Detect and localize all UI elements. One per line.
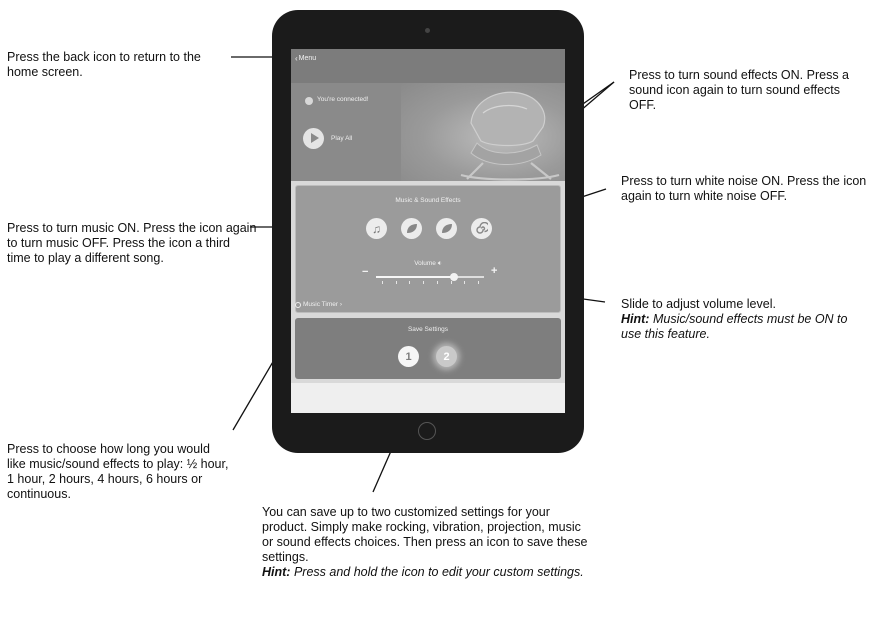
music-timer-label: Music Timer — [303, 301, 339, 308]
connection-status: You're connected! — [317, 96, 369, 103]
save-slot-2-button[interactable]: 2 — [436, 346, 457, 367]
speaker-icon: 🔉︎ — [437, 260, 442, 267]
save-hint-text: Press and hold the icon to edit your cus… — [293, 565, 584, 579]
save-callout-text: You can save up to two customized settin… — [262, 505, 588, 564]
volume-hint-text: Music/sound effects must be ON to use th… — [621, 312, 848, 341]
play-all-button[interactable] — [303, 128, 324, 149]
tablet-device: ‹ Menu You're connected! Play All Music … — [272, 10, 584, 453]
chevron-left-icon: ‹ — [295, 54, 298, 63]
infant-seat-illustration — [460, 91, 560, 181]
volume-increase-button[interactable]: + — [491, 265, 498, 277]
tablet-screen: ‹ Menu You're connected! Play All Music … — [291, 49, 565, 413]
play-all-label: Play All — [331, 135, 353, 142]
save-settings-panel: Save Settings 1 2 — [295, 318, 561, 379]
save-callout: You can save up to two customized settin… — [262, 505, 592, 580]
back-button[interactable]: ‹ Menu — [295, 54, 316, 63]
home-button[interactable] — [418, 422, 436, 440]
volume-slider[interactable] — [376, 273, 484, 284]
volume-label-text: Volume — [414, 260, 436, 267]
connection-indicator-icon — [305, 97, 313, 105]
volume-tick — [423, 281, 424, 284]
volume-tick — [478, 281, 479, 284]
save-hint-label: Hint: — [262, 565, 291, 579]
leaf-sound-icon — [407, 224, 417, 233]
volume-slider-handle[interactable] — [450, 273, 458, 281]
volume-tick — [409, 281, 410, 284]
sound-effect-button-2[interactable] — [436, 218, 457, 239]
volume-tick — [464, 281, 465, 284]
volume-callout-text: Slide to adjust volume level. — [621, 297, 776, 311]
white-noise-callout: Press to turn white noise ON. Press the … — [621, 174, 867, 203]
music-callout: Press to turn music ON. Press the icon a… — [7, 221, 257, 265]
music-sound-effects-panel: Music & Sound Effects ♫ Volume 🔉︎ − — [295, 185, 561, 313]
volume-callout: Slide to adjust volume level. Hint: Musi… — [621, 297, 866, 342]
volume-tick — [437, 281, 438, 284]
save-settings-title: Save Settings — [407, 326, 449, 333]
leaf-sound-icon — [442, 224, 452, 233]
volume-decrease-button[interactable]: − — [362, 266, 369, 278]
sound-effect-button-1[interactable] — [401, 218, 422, 239]
white-noise-button[interactable] — [471, 218, 492, 239]
chevron-right-icon: › — [338, 301, 343, 308]
volume-label: Volume 🔉︎ — [296, 260, 560, 268]
music-note-button[interactable]: ♫ — [366, 218, 387, 239]
music-timer-button[interactable]: Music Timer › — [295, 301, 342, 308]
top-bar: ‹ Menu — [291, 49, 565, 83]
screen-footer-area — [291, 383, 565, 413]
back-callout: Press the back icon to return to the hom… — [7, 50, 201, 79]
music-panel-title: Music & Sound Effects — [395, 197, 461, 204]
volume-hint-label: Hint: — [621, 312, 650, 326]
back-button-label: Menu — [298, 55, 317, 62]
hero-section: You're connected! Play All — [291, 83, 565, 181]
volume-tick — [382, 281, 383, 284]
save-slot-1-button[interactable]: 1 — [398, 346, 419, 367]
spiral-white-noise-icon — [476, 222, 488, 234]
front-camera — [425, 28, 430, 33]
volume-tick — [396, 281, 397, 284]
sound-effects-callout: Press to turn sound effects ON. Press a … — [629, 68, 850, 112]
volume-slider-fill — [376, 276, 454, 278]
volume-tick — [451, 281, 452, 284]
timer-icon — [295, 301, 301, 308]
music-note-icon: ♫ — [372, 221, 381, 236]
timer-callout: Press to choose how long you would like … — [7, 442, 229, 501]
